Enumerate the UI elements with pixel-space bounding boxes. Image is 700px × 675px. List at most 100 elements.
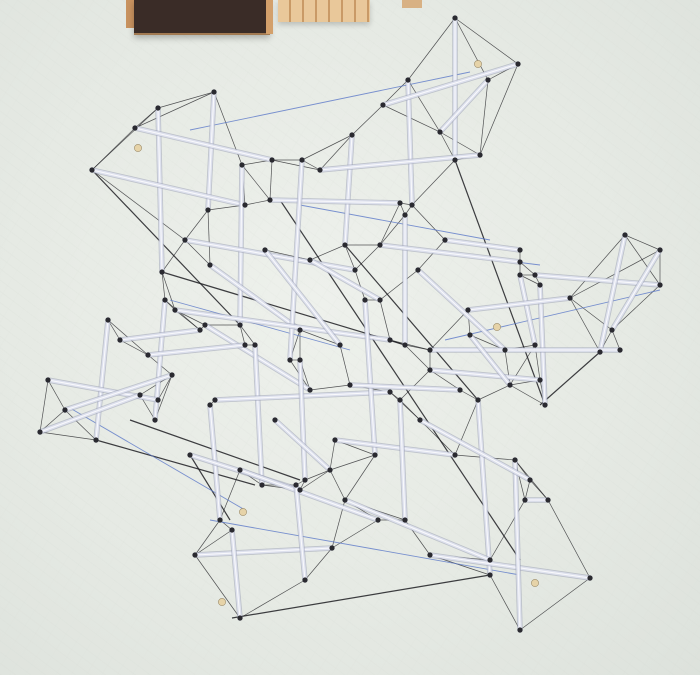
cable xyxy=(539,351,601,406)
cable xyxy=(379,214,406,246)
cable xyxy=(194,519,221,556)
strut-end-cap xyxy=(272,417,278,423)
strut-end-cap xyxy=(387,337,393,343)
strut-end-cap xyxy=(242,342,248,348)
strut xyxy=(267,197,403,206)
strut-end-cap xyxy=(137,392,143,398)
strut-end-cap xyxy=(205,207,211,213)
cable xyxy=(411,159,456,206)
cable xyxy=(404,344,431,371)
cable xyxy=(509,384,546,406)
strut-highlight xyxy=(309,259,381,301)
strut-end-cap xyxy=(105,317,111,323)
strut-end-cap xyxy=(259,482,265,488)
strut xyxy=(380,61,521,108)
cable xyxy=(479,79,489,156)
cable xyxy=(399,399,421,421)
strut xyxy=(597,232,628,355)
strut-end-cap xyxy=(327,467,333,473)
strut-end-cap xyxy=(329,545,335,551)
cable xyxy=(329,454,376,471)
cable xyxy=(519,274,541,286)
cable xyxy=(319,134,353,171)
cable xyxy=(439,131,481,156)
strut-end-cap xyxy=(45,377,51,383)
strut-end-cap xyxy=(155,105,161,111)
cable xyxy=(304,547,333,581)
strut-highlight xyxy=(239,469,379,521)
cable xyxy=(611,329,621,351)
bead xyxy=(218,598,226,606)
cable xyxy=(547,499,591,579)
strut-end-cap xyxy=(302,477,308,483)
cable xyxy=(344,244,356,271)
cable xyxy=(189,454,231,521)
strut-end-cap xyxy=(477,152,483,158)
strut-highlight xyxy=(194,547,333,556)
strut-end-cap xyxy=(287,357,293,363)
strut xyxy=(342,497,493,563)
cable xyxy=(379,202,401,246)
cable xyxy=(407,79,441,133)
strut-highlight xyxy=(379,244,521,263)
strut-highlight xyxy=(519,274,536,346)
strut-end-cap xyxy=(409,202,415,208)
cable xyxy=(489,574,521,631)
cable xyxy=(184,209,209,241)
cable xyxy=(624,234,661,286)
strut-end-cap xyxy=(252,342,258,348)
strut-end-cap xyxy=(517,627,523,633)
strut-end-cap xyxy=(337,342,343,348)
cable xyxy=(529,479,549,501)
cable xyxy=(134,91,215,129)
strut-end-cap xyxy=(452,15,458,21)
cable xyxy=(519,577,591,631)
strut-end-cap xyxy=(362,297,368,303)
cable xyxy=(569,234,626,299)
strut-highlight xyxy=(254,344,263,486)
cable xyxy=(624,234,661,251)
strut-highlight xyxy=(477,399,491,576)
strut xyxy=(417,417,533,483)
strut-end-cap xyxy=(237,467,243,473)
strut xyxy=(172,307,393,343)
strut-end-cap xyxy=(62,407,68,413)
strut-end-cap xyxy=(587,575,593,581)
strut-end-cap xyxy=(237,322,243,328)
strut-end-cap xyxy=(132,125,138,131)
strut-end-cap xyxy=(307,257,313,263)
cable xyxy=(157,374,173,401)
cable xyxy=(354,269,366,301)
strut xyxy=(377,242,523,265)
cable xyxy=(231,574,491,619)
strut-group xyxy=(37,15,663,633)
cable xyxy=(244,199,271,206)
strut-highlight xyxy=(344,134,353,246)
strut-highlight xyxy=(91,169,246,206)
strut-highlight xyxy=(174,309,391,341)
strut-end-cap xyxy=(242,202,248,208)
strut-end-cap xyxy=(517,272,523,278)
strut-end-cap xyxy=(297,327,303,333)
strut-end-cap xyxy=(517,259,523,265)
bead xyxy=(239,508,247,516)
strut-end-cap xyxy=(302,577,308,583)
strut-highlight xyxy=(429,369,541,381)
strut-end-cap xyxy=(262,247,268,253)
cable xyxy=(47,379,66,411)
strut xyxy=(262,247,343,348)
strut-highlight xyxy=(399,399,406,521)
strut xyxy=(405,77,415,208)
strut-highlight xyxy=(299,359,306,481)
cable xyxy=(304,469,331,481)
strut-highlight xyxy=(207,91,215,211)
cable xyxy=(477,384,511,401)
strut-end-cap xyxy=(567,295,573,301)
strut xyxy=(293,482,308,583)
blue-cable xyxy=(189,71,471,131)
strut-highlight xyxy=(599,234,626,353)
cable xyxy=(39,431,97,441)
strut xyxy=(237,467,381,523)
cable xyxy=(309,384,351,391)
